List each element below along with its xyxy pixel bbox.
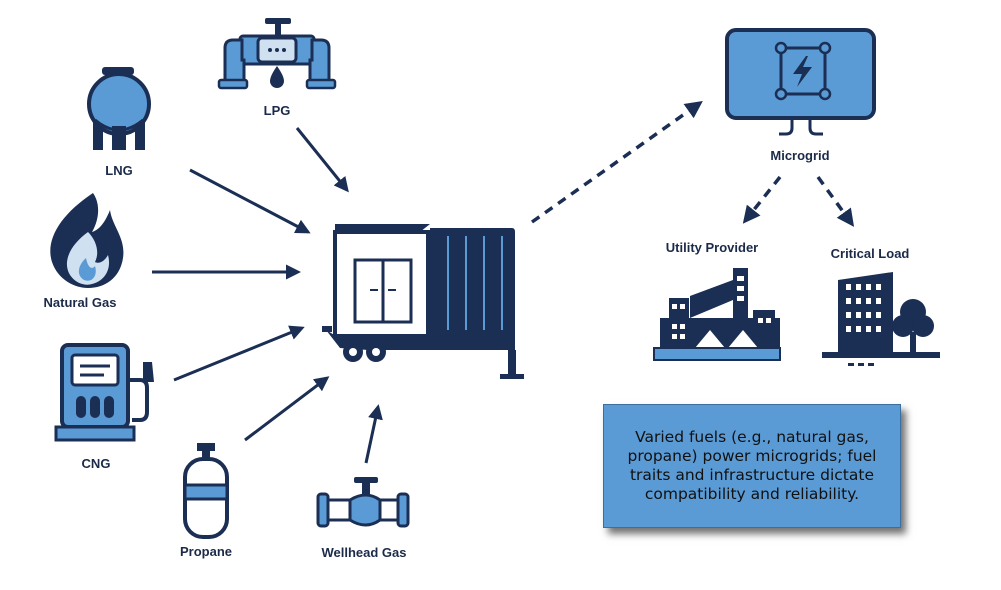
arrow-to-utility bbox=[742, 175, 782, 224]
microgrid-monitor-icon bbox=[725, 28, 876, 136]
critical-load-building-icon bbox=[822, 272, 940, 366]
lpg-label: LPG bbox=[264, 103, 291, 118]
description-callout: Varied fuels (e.g., natural gas, propane… bbox=[603, 404, 901, 528]
wellhead-pipe-icon bbox=[316, 477, 410, 528]
natural-gas-flame-icon bbox=[50, 193, 124, 288]
wellhead-gas-label: Wellhead Gas bbox=[321, 545, 406, 560]
arrow-to-critical-load bbox=[816, 175, 855, 227]
fuel-arrows bbox=[152, 127, 383, 464]
natural-gas-label: Natural Gas bbox=[44, 295, 117, 310]
utility-provider-label: Utility Provider bbox=[666, 240, 758, 255]
utility-factory-icon bbox=[653, 268, 781, 361]
critical-load-label: Critical Load bbox=[831, 246, 910, 261]
propane-cylinder-icon bbox=[183, 443, 229, 539]
output-arrows bbox=[530, 100, 855, 227]
arrow-cng bbox=[173, 325, 305, 382]
arrow-to-microgrid bbox=[530, 100, 703, 224]
generator-trailer-icon bbox=[322, 224, 524, 379]
microgrid-label: Microgrid bbox=[770, 148, 829, 163]
lng-tank-icon bbox=[87, 67, 151, 150]
arrow-wellhead bbox=[364, 404, 383, 464]
cng-pump-icon bbox=[54, 343, 154, 442]
arrow-lpg bbox=[295, 127, 349, 193]
cng-label: CNG bbox=[82, 456, 111, 471]
arrow-lng bbox=[189, 168, 311, 234]
propane-label: Propane bbox=[180, 544, 232, 559]
arrow-propane bbox=[244, 376, 330, 442]
lng-label: LNG bbox=[105, 163, 132, 178]
lpg-pipe-icon bbox=[217, 18, 337, 90]
callout-text: Varied fuels (e.g., natural gas, propane… bbox=[627, 428, 877, 503]
